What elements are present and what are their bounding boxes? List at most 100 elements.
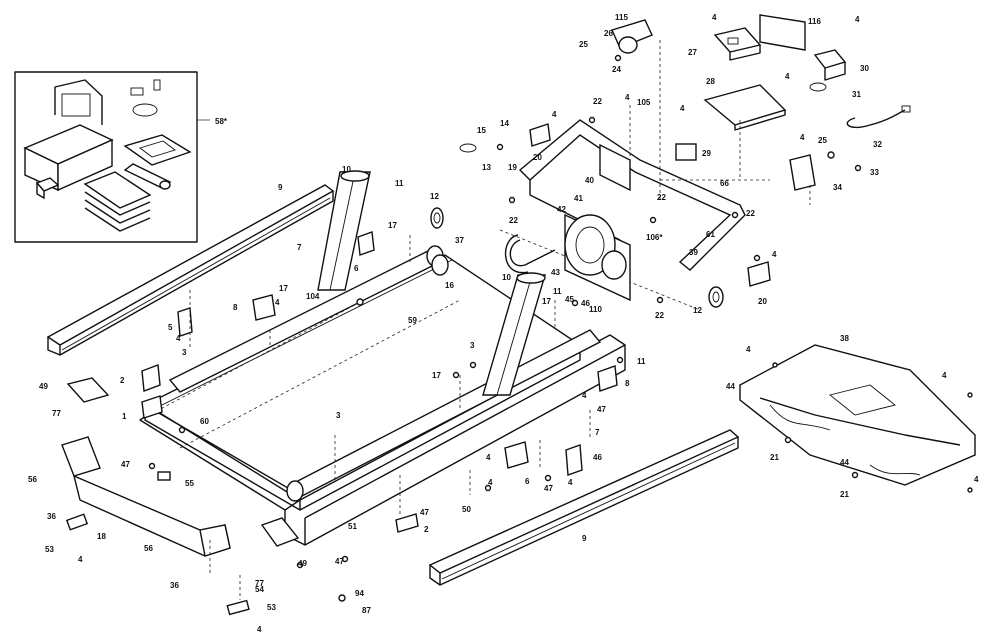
callout-4: 4 xyxy=(78,555,83,564)
callout-104: 104 xyxy=(306,292,320,301)
bracket-8-right xyxy=(597,365,618,392)
callout-50: 50 xyxy=(462,505,471,514)
choke-29 xyxy=(675,143,697,161)
callout-4: 4 xyxy=(257,625,262,634)
callout-105: 105 xyxy=(637,98,651,107)
callout-10: 10 xyxy=(342,165,351,174)
callout-49: 49 xyxy=(39,382,48,391)
bracket-20-upper xyxy=(529,123,551,147)
callout-7: 7 xyxy=(297,243,302,252)
callout-25: 25 xyxy=(579,40,588,49)
callout-45: 45 xyxy=(565,295,574,304)
callout-46: 46 xyxy=(581,299,590,308)
callout-32: 32 xyxy=(873,140,882,149)
callout-12: 12 xyxy=(693,306,702,315)
callout-115: 115 xyxy=(615,13,628,22)
leveler-53-lower xyxy=(226,599,250,616)
callout-12: 12 xyxy=(430,192,439,201)
power-switch-30 xyxy=(809,49,847,92)
callout-87: 87 xyxy=(362,606,371,615)
fasteners xyxy=(148,54,973,602)
bracket-6-left xyxy=(357,231,375,256)
callout-51: 51 xyxy=(348,522,357,531)
callout-4: 4 xyxy=(855,15,860,24)
callout-3: 3 xyxy=(182,348,187,357)
callout-4: 4 xyxy=(974,475,979,484)
callout-20: 20 xyxy=(533,153,542,162)
callout-55: 55 xyxy=(185,479,194,488)
callout-42: 42 xyxy=(557,205,566,214)
callout-110: 110 xyxy=(589,305,602,314)
callout-4: 4 xyxy=(942,371,947,380)
callout-49: 49 xyxy=(298,559,307,568)
callout-21: 21 xyxy=(770,453,779,462)
motor-hood-38 xyxy=(739,344,976,486)
bracket-6-right xyxy=(504,441,529,469)
motor-controller-27 xyxy=(713,27,762,61)
callout-11: 11 xyxy=(395,179,404,188)
clip-55 xyxy=(157,471,171,481)
clip-2-lower xyxy=(395,513,419,533)
callout-31: 31 xyxy=(852,90,861,99)
callout-17: 17 xyxy=(388,221,397,230)
callout-4: 4 xyxy=(746,345,751,354)
rear-foot-49-lower xyxy=(260,517,300,547)
callout-56: 56 xyxy=(28,475,37,484)
callout-4: 4 xyxy=(552,110,557,119)
callout-4: 4 xyxy=(800,133,805,142)
callout-18: 18 xyxy=(97,532,106,541)
callout-4: 4 xyxy=(486,453,491,462)
callout-14: 14 xyxy=(500,119,509,128)
callouts: 1 2 2 3 3 3 4 4 4 4 4 4 4 4 4 4 4 4 4 4 … xyxy=(28,13,979,634)
callout-4: 4 xyxy=(785,72,790,81)
rear-foot-49-left xyxy=(66,377,110,403)
callout-22: 22 xyxy=(746,209,755,218)
end-cap-left-54 xyxy=(61,436,231,557)
callout-26: 26 xyxy=(604,29,613,38)
callout-53: 53 xyxy=(45,545,54,554)
controller-board xyxy=(703,84,787,131)
callout-56: 56 xyxy=(144,544,153,553)
pulley-12-upper xyxy=(430,207,444,229)
callout-2: 2 xyxy=(120,376,125,385)
side-rail-right xyxy=(428,429,740,586)
upright-right xyxy=(482,272,546,396)
callout-34: 34 xyxy=(833,183,842,192)
callout-54: 54 xyxy=(255,585,264,594)
callout-40: 40 xyxy=(585,176,594,185)
callout-4: 4 xyxy=(772,250,777,259)
callout-47: 47 xyxy=(121,460,130,469)
callout-43: 43 xyxy=(551,268,560,277)
callout-61: 61 xyxy=(706,230,715,239)
callout-9: 9 xyxy=(278,183,283,192)
callout-44: 44 xyxy=(840,458,849,467)
callout-22: 22 xyxy=(593,97,602,106)
parts-kit-inset xyxy=(14,71,210,243)
callout-41: 41 xyxy=(574,194,583,203)
side-rail-left xyxy=(46,184,335,356)
bracket-34 xyxy=(789,154,816,191)
callout-25: 25 xyxy=(818,136,827,145)
callout-8: 8 xyxy=(233,303,238,312)
callout-38: 38 xyxy=(840,334,849,343)
callout-44: 44 xyxy=(726,382,735,391)
callout-6: 6 xyxy=(354,264,359,273)
callout-5: 5 xyxy=(168,323,173,332)
callout-20: 20 xyxy=(758,297,767,306)
callout-47: 47 xyxy=(544,484,553,493)
callout-94: 94 xyxy=(355,589,364,598)
bracket-46 xyxy=(565,444,583,476)
callout-19: 19 xyxy=(508,163,517,172)
callout-17: 17 xyxy=(542,297,551,306)
callout-77: 77 xyxy=(52,409,61,418)
callout-4: 4 xyxy=(712,13,717,22)
callout-3: 3 xyxy=(470,341,475,350)
callout-28: 28 xyxy=(706,77,715,86)
callout-22: 22 xyxy=(657,193,666,202)
callout-37: 37 xyxy=(455,236,464,245)
callout-60: 60 xyxy=(200,417,209,426)
bracket-2-left xyxy=(141,364,161,392)
callout-29: 29 xyxy=(702,149,711,158)
bracket-1 xyxy=(141,395,163,419)
callout-11: 11 xyxy=(637,357,646,366)
